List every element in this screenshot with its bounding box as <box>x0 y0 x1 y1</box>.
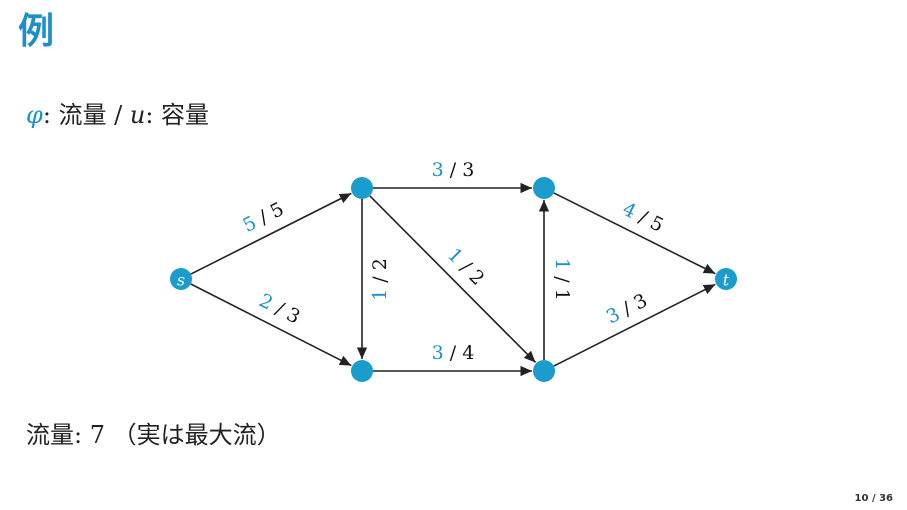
flow-capacity-legend: φ: 流量 / u: 容量 <box>26 95 209 130</box>
node-circle <box>715 268 737 290</box>
edge-capacity-a-c: 3 <box>462 159 474 181</box>
node-c <box>533 177 555 199</box>
node-circle <box>533 177 555 199</box>
edge-label-c-t: 4 / 5 <box>619 198 667 237</box>
edge-c-t <box>553 192 716 275</box>
edge-d-t <box>553 283 716 367</box>
edge-flow-a-c: 3 <box>432 159 444 181</box>
node-circle <box>170 268 192 290</box>
node-label: t <box>723 271 730 290</box>
edge-label-s-b: 2 / 3 <box>256 289 304 328</box>
node-circle <box>351 360 373 382</box>
u-symbol: u <box>129 101 146 129</box>
edge-s-b <box>190 283 352 367</box>
edge-label-a-d: 1 / 2 <box>443 244 489 290</box>
edge-separator: / <box>551 270 573 288</box>
edge-label-b-d: 3 / 4 <box>432 342 475 364</box>
node-t: t <box>715 268 737 290</box>
edge-label-s-a: 5 / 5 <box>239 198 287 237</box>
flow-text: : 流量 / <box>42 101 130 129</box>
phi-symbol: φ <box>26 101 43 129</box>
flow-result: 流量: 7 （実は最大流） <box>26 421 281 449</box>
node-circle <box>533 360 555 382</box>
capacity-text: : 容量 <box>145 101 210 129</box>
node-s: s <box>170 268 192 290</box>
node-b <box>351 360 373 382</box>
edge-separator: / <box>444 159 462 181</box>
edges-layer <box>190 182 716 377</box>
edge-label-d-t: 3 / 3 <box>603 289 651 328</box>
edge-label-d-c: 1 / 1 <box>551 258 573 301</box>
edge-label-a-b: 1 / 2 <box>369 258 391 301</box>
edge-capacity-b-d: 4 <box>462 342 474 364</box>
edge-separator: / <box>369 270 391 288</box>
edge-a-d <box>369 195 537 364</box>
node-d <box>533 360 555 382</box>
edge-capacity-d-c: 1 <box>551 289 573 301</box>
edge-capacity-a-b: 2 <box>369 258 391 270</box>
edge-flow-d-c: 1 <box>551 258 573 270</box>
slide-title: 例 <box>18 11 55 52</box>
edge-flow-a-b: 1 <box>369 289 391 301</box>
node-a <box>351 177 373 199</box>
node-label: s <box>177 271 185 290</box>
edge-flow-b-d: 3 <box>432 342 444 364</box>
node-circle <box>351 177 373 199</box>
page-number: 10 / 36 <box>854 493 893 504</box>
edge-s-a <box>190 192 352 275</box>
edge-separator: / <box>444 342 462 364</box>
edge-label-a-c: 3 / 3 <box>432 159 475 181</box>
